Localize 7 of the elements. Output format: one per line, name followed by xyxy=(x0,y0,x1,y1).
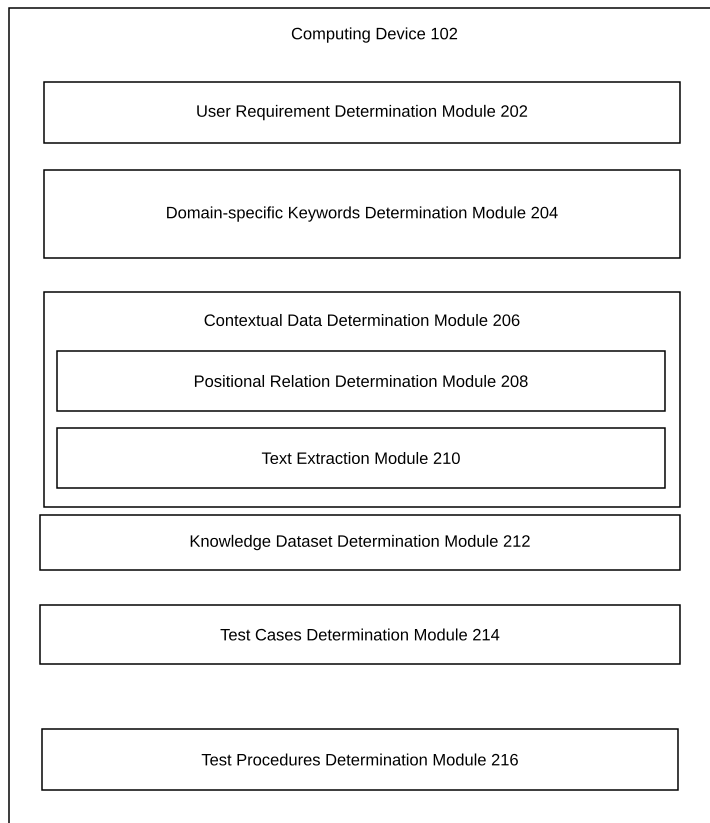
module-box: Positional Relation Determination Module 208 xyxy=(56,350,666,412)
module-box: Test Procedures Determination Module 216 xyxy=(41,728,679,791)
module-box: Test Cases Determination Module 214 xyxy=(39,604,681,665)
module-box: Knowledge Dataset Determination Module 212 xyxy=(39,514,681,571)
module-box: Domain-specific Keywords Determination Module 204 xyxy=(43,169,681,259)
module-box: User Requirement Determination Module 202 xyxy=(43,81,681,144)
module-box: Text Extraction Module 210 xyxy=(56,427,666,489)
